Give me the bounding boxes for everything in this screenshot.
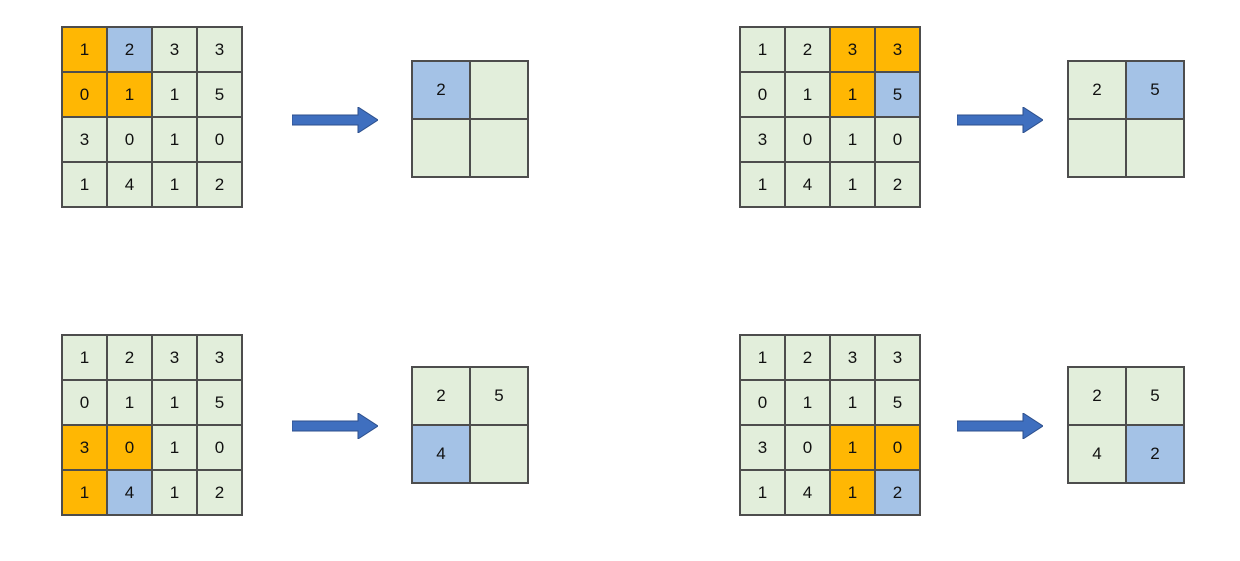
input-cell: 1 [830,162,875,207]
input-cell: 3 [875,27,920,72]
output-cell [1068,119,1126,177]
input-cell: 1 [152,380,197,425]
input-cell: 4 [107,470,152,515]
input-cell: 1 [830,380,875,425]
input-cell: 1 [785,380,830,425]
input-cell: 1 [152,425,197,470]
output-cell: 2 [1068,61,1126,119]
input-cell: 2 [197,162,242,207]
input-cell: 4 [107,162,152,207]
output-cell: 5 [1126,61,1184,119]
input-cell: 1 [830,72,875,117]
output-cell: 4 [1068,425,1126,483]
input-cell: 3 [62,425,107,470]
input-cell: 0 [740,380,785,425]
input-cell: 0 [875,425,920,470]
output-cell: 2 [1126,425,1184,483]
input-cell: 3 [197,27,242,72]
output-cell: 2 [412,61,470,119]
input-cell: 0 [785,425,830,470]
output-cell: 2 [1068,367,1126,425]
input-cell: 5 [875,72,920,117]
input-cell: 4 [785,470,830,515]
input-cell: 1 [152,162,197,207]
output-cell [1126,119,1184,177]
input-cell: 2 [197,470,242,515]
input-cell: 0 [197,117,242,162]
input-cell: 0 [875,117,920,162]
input-cell: 1 [62,470,107,515]
input-cell: 0 [785,117,830,162]
input-cell: 1 [740,470,785,515]
input-cell: 1 [785,72,830,117]
input-cell: 0 [62,72,107,117]
input-cell: 3 [197,335,242,380]
output-cell: 5 [470,367,528,425]
input-cell: 3 [830,335,875,380]
output-cell [470,425,528,483]
input-cell: 1 [107,380,152,425]
input-cell: 3 [740,117,785,162]
output-cell [412,119,470,177]
input-cell: 1 [740,27,785,72]
input-cell: 2 [875,162,920,207]
input-cell: 1 [152,72,197,117]
input-cell: 2 [785,27,830,72]
arrow-icon [292,107,378,133]
input-cell: 1 [830,470,875,515]
output-cell [470,119,528,177]
input-cell: 1 [830,425,875,470]
input-cell: 2 [107,27,152,72]
input-cell: 1 [740,162,785,207]
input-cell: 2 [107,335,152,380]
arrow-icon [957,107,1043,133]
input-cell: 1 [740,335,785,380]
input-cell: 3 [830,27,875,72]
input-cell: 2 [785,335,830,380]
input-cell: 3 [152,335,197,380]
output-cell: 2 [412,367,470,425]
input-cell: 1 [62,335,107,380]
input-cell: 5 [197,72,242,117]
input-cell: 0 [740,72,785,117]
input-cell: 0 [107,425,152,470]
arrow-icon [957,413,1043,439]
input-cell: 2 [875,470,920,515]
output-cell: 4 [412,425,470,483]
input-cell: 1 [62,162,107,207]
input-cell: 1 [152,470,197,515]
arrow-icon [292,413,378,439]
input-cell: 5 [875,380,920,425]
input-cell: 3 [62,117,107,162]
input-cell: 3 [152,27,197,72]
input-cell: 0 [107,117,152,162]
output-cell: 5 [1126,367,1184,425]
input-cell: 1 [107,72,152,117]
input-cell: 4 [785,162,830,207]
input-cell: 0 [62,380,107,425]
output-grid: 2 [411,60,529,178]
input-cell: 0 [197,425,242,470]
input-cell: 5 [197,380,242,425]
output-cell [470,61,528,119]
input-cell: 3 [740,425,785,470]
input-cell: 3 [875,335,920,380]
input-cell: 1 [62,27,107,72]
input-cell: 1 [152,117,197,162]
input-cell: 1 [830,117,875,162]
